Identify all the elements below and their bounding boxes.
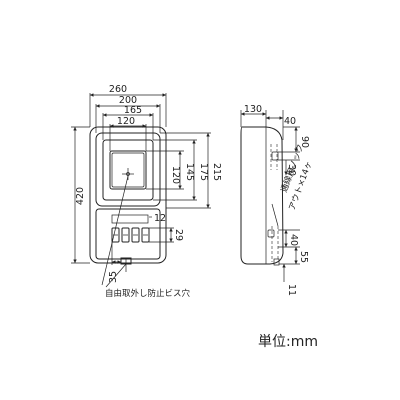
meter-window — [109, 150, 147, 190]
dim-width-outer-label: 260 — [109, 84, 127, 95]
dim-depth-130-label: 130 — [244, 104, 262, 115]
dim-window-120-label: 120 — [170, 166, 181, 184]
dim-bottom-35-label: 35 — [108, 271, 119, 283]
dim-top-30-label: 30 — [286, 164, 297, 176]
front-lower-panel — [95, 208, 161, 260]
breaker-slots — [111, 227, 150, 243]
side-view: 130 40 90 30 通線用ノック アウト×14ヶ 40 55 11 — [240, 104, 315, 296]
dim-slot-29-label: 29 — [173, 229, 184, 241]
dim-window-175-label: 175 — [198, 163, 209, 181]
dim-window-145-label: 145 — [184, 163, 195, 181]
dim-width-200-label: 200 — [119, 95, 137, 106]
dim-bottom-55-label: 55 — [298, 251, 309, 263]
dim-width-120-label: 120 — [117, 116, 135, 127]
front-view: 260 200 165 120 420 120 145 175 215 12 2… — [71, 84, 222, 299]
screw-hole-note: 自由取外し防止ビス穴 — [105, 288, 191, 299]
side-outer-body — [240, 126, 284, 265]
dim-depth-40-label: 40 — [284, 116, 296, 127]
dim-top-90-label: 90 — [299, 136, 310, 148]
unit-label: 単位:mm — [258, 334, 318, 350]
dim-height-outer-label: 420 — [75, 187, 86, 205]
dim-bottom-40-label: 40 — [288, 234, 299, 246]
dim-bottom-11-label: 11 — [286, 284, 297, 296]
dim-width-165-label: 165 — [124, 105, 142, 116]
front-inner-frame — [95, 132, 161, 207]
meter-cover — [102, 139, 154, 201]
front-outer-body — [89, 126, 167, 264]
dim-slot-12-label: 12 — [154, 213, 166, 224]
dim-height-215-label: 215 — [211, 163, 222, 181]
